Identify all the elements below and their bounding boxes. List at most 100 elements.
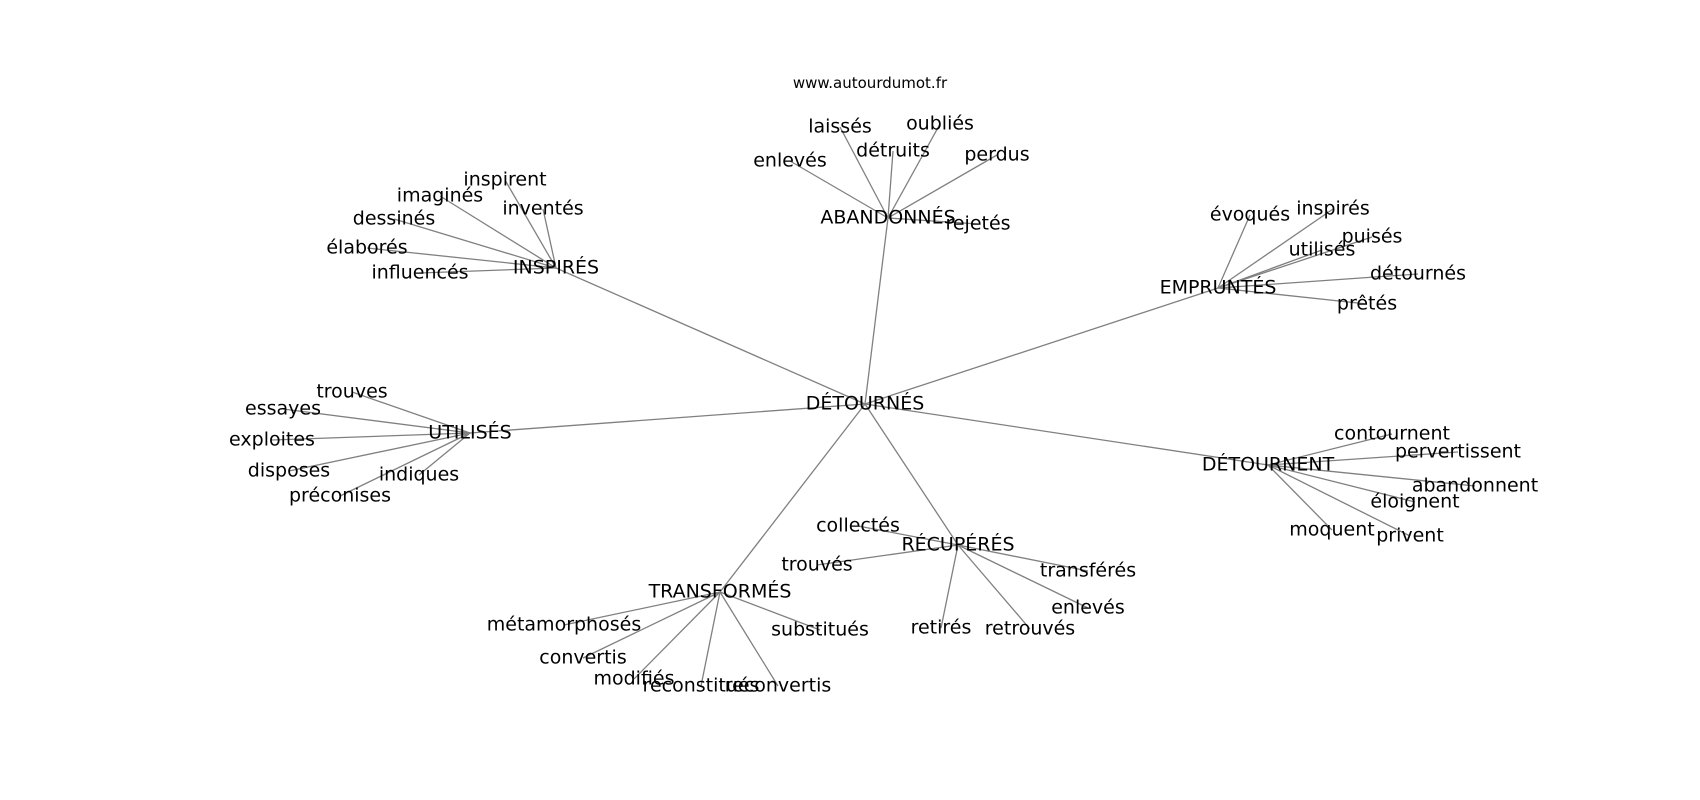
edge-hub-to-leaf bbox=[1217, 214, 1251, 289]
edge-hub-to-leaf bbox=[1267, 464, 1333, 531]
leaf-node: détournés bbox=[1370, 263, 1466, 285]
edge-hub-to-leaf bbox=[504, 179, 557, 269]
leaf-node: rejetés bbox=[945, 213, 1010, 235]
leaf-node: éloignent bbox=[1370, 491, 1459, 513]
edge-hub-to-leaf bbox=[1217, 249, 1323, 289]
leaf-node: évoqués bbox=[1210, 204, 1290, 226]
edge-hub-to-leaf bbox=[957, 544, 1031, 630]
leaf-node: laissés bbox=[808, 116, 872, 138]
edge-hub-to-leaf bbox=[419, 267, 557, 274]
leaf-node: exploites bbox=[229, 429, 315, 451]
leaf-node: collectés bbox=[816, 515, 900, 537]
edge-hub-to-leaf bbox=[1267, 464, 1476, 487]
leaf-node: métamorphosés bbox=[487, 614, 641, 636]
leaf-node: inspirent bbox=[463, 169, 546, 191]
leaf-node: imaginés bbox=[397, 185, 483, 207]
hub-node: TRANSFORMÉS bbox=[648, 580, 792, 603]
site-label: www.autourdumot.fr bbox=[793, 74, 948, 92]
hub-node: UTILISÉS bbox=[428, 421, 511, 444]
edge-center-to-hub bbox=[864, 403, 959, 546]
leaf-node: retrouvés bbox=[985, 618, 1075, 640]
edge-hub-to-leaf bbox=[1217, 236, 1373, 289]
leaf-node: oubliés bbox=[906, 113, 974, 135]
leaf-node: influencés bbox=[371, 262, 468, 284]
edge-hub-to-leaf bbox=[563, 591, 721, 626]
leaf-node: enlevés bbox=[1051, 597, 1125, 619]
edge-hub-to-leaf bbox=[366, 247, 557, 269]
edge-hub-to-leaf bbox=[271, 432, 471, 441]
leaf-node: enlevés bbox=[753, 150, 827, 172]
leaf-node: indiques bbox=[379, 464, 459, 486]
center-node: DÉTOURNÉS bbox=[806, 392, 925, 415]
edge-hub-to-leaf bbox=[816, 544, 959, 566]
edge-center-to-hub bbox=[864, 287, 1219, 405]
edge-hub-to-leaf bbox=[719, 591, 779, 687]
edge-center-to-hub bbox=[864, 403, 1269, 466]
edge-hub-to-leaf bbox=[789, 160, 889, 219]
edge-hub-to-leaf bbox=[1267, 464, 1411, 537]
leaf-node: transférés bbox=[1040, 560, 1136, 582]
edge-hub-to-leaf bbox=[351, 391, 471, 434]
hub-node: INSPIRÉS bbox=[513, 256, 599, 279]
edge-hub-to-leaf bbox=[582, 591, 721, 659]
leaf-node: élaborés bbox=[326, 237, 407, 259]
edge-hub-to-leaf bbox=[418, 432, 471, 476]
leaf-node: substitués bbox=[771, 619, 869, 641]
edge-hub-to-leaf bbox=[857, 525, 959, 546]
leaf-node: reconstitués bbox=[643, 675, 760, 697]
leaf-node: préconises bbox=[289, 485, 391, 507]
edge-hub-to-leaf bbox=[1217, 208, 1334, 289]
edge-center-to-hub bbox=[555, 267, 866, 405]
edge-center-to-hub bbox=[864, 217, 889, 405]
leaf-node: perdus bbox=[964, 144, 1029, 166]
leaf-node: inspirés bbox=[1296, 198, 1370, 220]
leaf-node: trouves bbox=[316, 381, 387, 403]
edge-hub-to-leaf bbox=[839, 126, 889, 219]
edge-hub-to-leaf bbox=[633, 591, 721, 680]
edge-hub-to-leaf bbox=[719, 591, 821, 631]
edge-hub-to-leaf bbox=[887, 123, 941, 219]
labels: www.autourdumot.fr DÉTOURNÉS ABANDONNÉS la… bbox=[229, 74, 1538, 697]
edge-hub-to-leaf bbox=[1267, 451, 1459, 466]
hub-node: EMPRUNTÉS bbox=[1160, 276, 1277, 299]
edge-hub-to-leaf bbox=[1217, 273, 1419, 289]
edge-hub-to-leaf bbox=[957, 544, 1089, 572]
edges bbox=[271, 123, 1476, 687]
leaf-node: reconvertis bbox=[725, 675, 832, 697]
edge-hub-to-leaf bbox=[439, 195, 557, 269]
leaf-node: moquent bbox=[1289, 519, 1374, 541]
leaf-node: pervertissent bbox=[1395, 441, 1521, 463]
edge-hub-to-leaf bbox=[1267, 464, 1416, 503]
edge-hub-to-leaf bbox=[288, 432, 471, 472]
hub-node: ABANDONNÉS bbox=[820, 206, 955, 229]
leaf-node: privent bbox=[1376, 525, 1444, 547]
edge-hub-to-leaf bbox=[940, 544, 959, 629]
leaf-node: dessinés bbox=[353, 208, 435, 230]
leaf-node: retirés bbox=[911, 617, 972, 639]
edge-hub-to-leaf bbox=[957, 544, 1089, 609]
leaf-node: essayes bbox=[245, 398, 321, 420]
edge-center-to-hub bbox=[719, 403, 866, 593]
edge-hub-to-leaf bbox=[887, 217, 979, 225]
leaf-node: disposes bbox=[248, 460, 330, 482]
edge-hub-to-leaf bbox=[700, 591, 721, 687]
leaf-node: contournent bbox=[1334, 423, 1450, 445]
leaf-node: prêtés bbox=[1337, 293, 1397, 315]
edge-hub-to-leaf bbox=[1217, 287, 1368, 305]
leaf-node: inventés bbox=[502, 198, 583, 220]
edge-hub-to-leaf bbox=[393, 218, 557, 269]
leaf-node: convertis bbox=[539, 647, 627, 669]
edge-center-to-hub bbox=[469, 403, 866, 434]
edge-hub-to-leaf bbox=[542, 208, 557, 269]
leaf-node: trouvés bbox=[781, 554, 852, 576]
edge-hub-to-leaf bbox=[282, 408, 471, 434]
leaf-node: puisés bbox=[1342, 226, 1403, 248]
edge-hub-to-leaf bbox=[1267, 433, 1393, 466]
hub-node: RÉCUPÉRÉS bbox=[901, 533, 1014, 556]
edge-hub-to-leaf bbox=[887, 154, 998, 219]
hub-node: DÉTOURNENT bbox=[1202, 453, 1335, 476]
leaf-node: abandonnent bbox=[1412, 475, 1538, 497]
leaf-node: détruits bbox=[856, 140, 930, 162]
edge-hub-to-leaf bbox=[339, 432, 471, 497]
